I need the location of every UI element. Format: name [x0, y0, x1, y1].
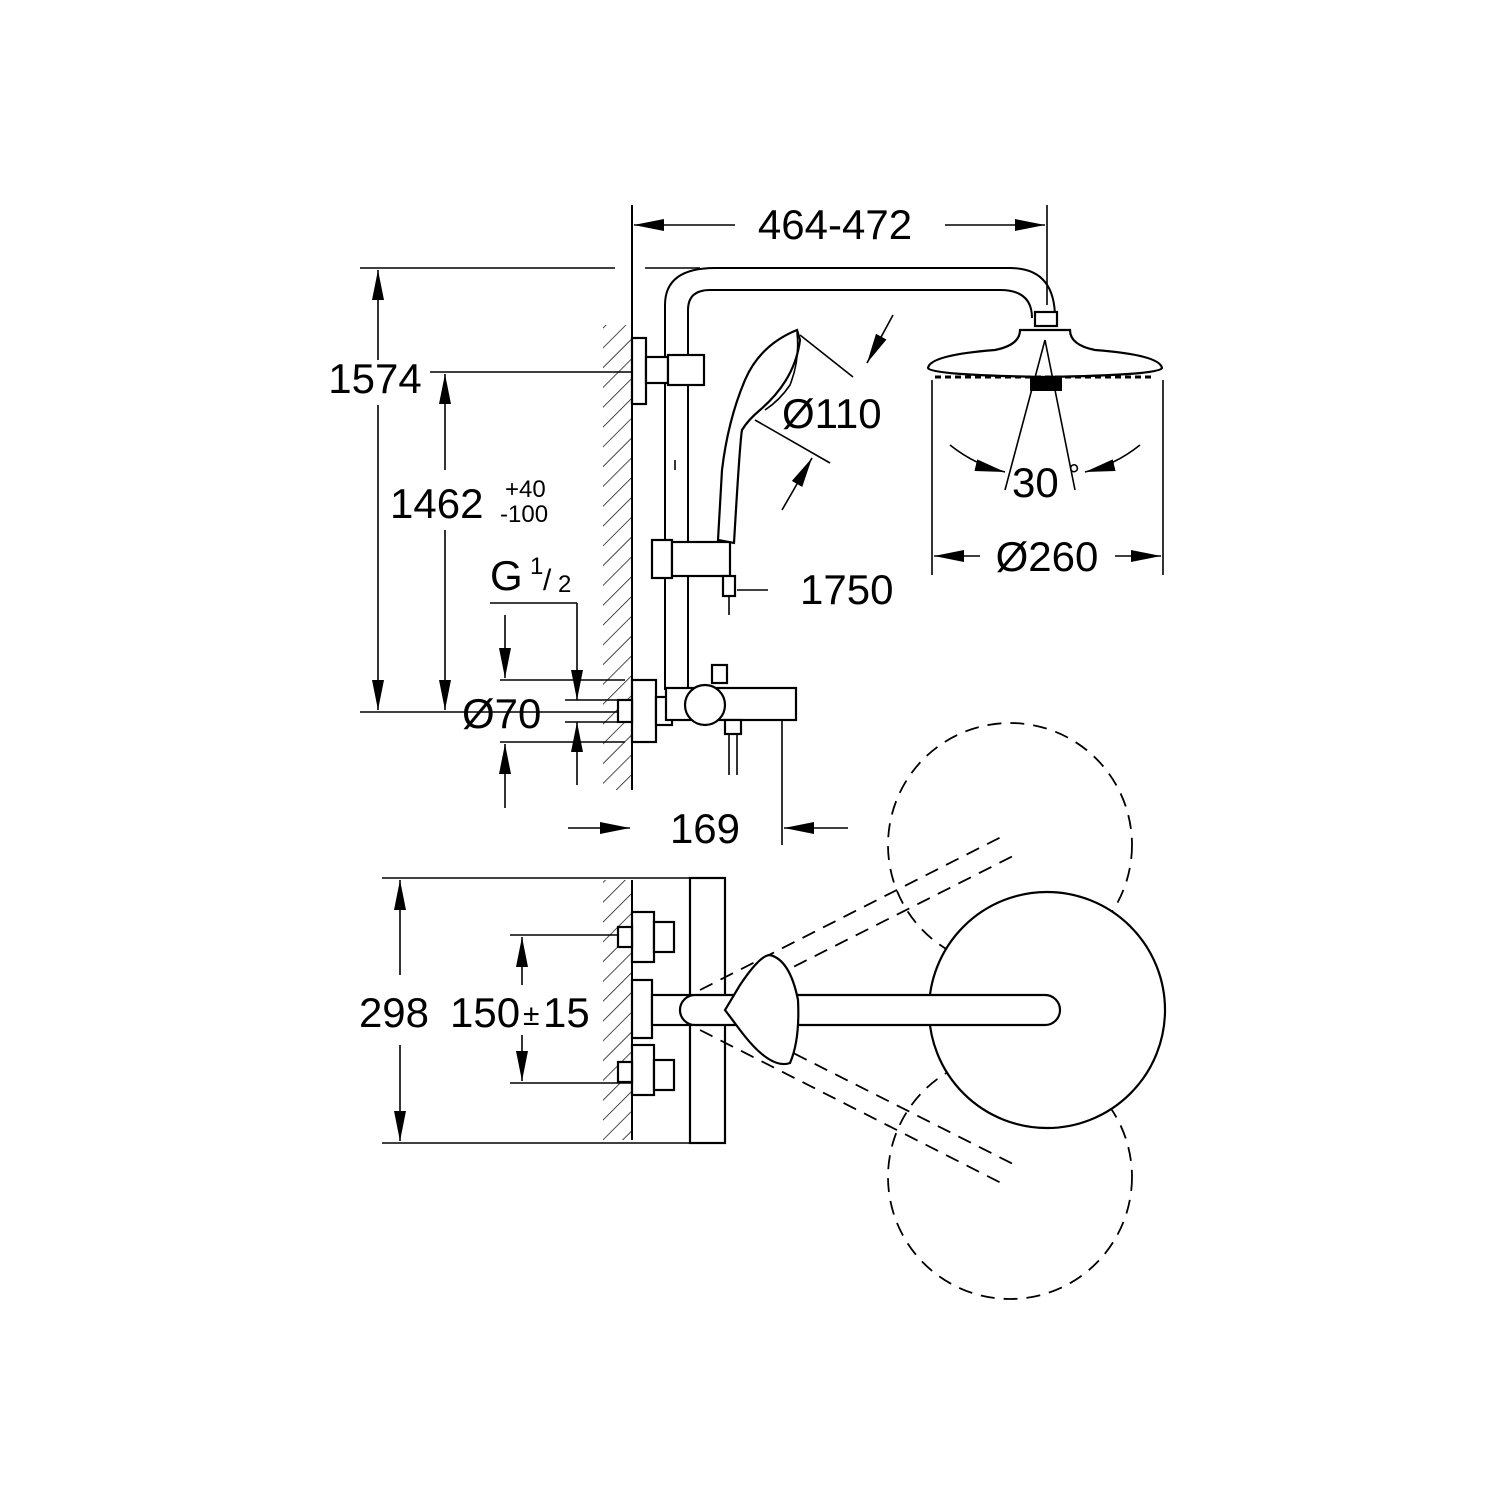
dim-total-height: 1574 [328, 267, 700, 713]
swivel-span-label: 298 [359, 989, 429, 1036]
thread-den: 2 [558, 571, 571, 598]
inlet-tol: 15 [543, 989, 590, 1036]
spray-angle-label: 30 [1012, 459, 1059, 506]
thermostat-mixer-side [616, 663, 798, 775]
dim-total-height-label: 1574 [328, 355, 421, 402]
hand-shower: Ø110 1750 [716, 314, 894, 613]
dim-mixer-depth: 169 [568, 690, 848, 852]
dim-thread: G 1 / 2 [490, 552, 625, 785]
degree-symbol: ° [1068, 459, 1080, 492]
thread-num: 1 [530, 553, 543, 580]
hose-length-label: 1750 [800, 566, 893, 613]
head-shower-dia-label: Ø260 [996, 533, 1099, 580]
dim-arm-reach-label: 464-472 [758, 201, 912, 248]
inlet-pm: ± [523, 999, 539, 1032]
dim-rosette-label: Ø70 [462, 690, 541, 737]
shower-riser [630, 267, 1056, 690]
dim-tolerance-plus: +40 [505, 476, 546, 503]
wall-top-view [603, 880, 633, 1140]
dim-arm-reach: 464-472 [634, 201, 1048, 305]
dim-swivel-span: 298 [359, 877, 725, 1144]
thread-g: G [490, 552, 523, 599]
dim-mixer-height: 1462 +40 -100 [390, 371, 660, 710]
hand-shower-dia-label: Ø110 [782, 390, 882, 437]
dim-mixer-height-label: 1462 [390, 480, 483, 527]
head-shower-top-view [678, 722, 1167, 1300]
dim-rosette: Ø70 [462, 615, 625, 808]
dim-mixer-depth-label: 169 [670, 805, 740, 852]
dim-inlet-centers: 150 ± 15 [450, 934, 640, 1084]
thread-slash: / [543, 564, 552, 597]
head-shower: 30 ° Ø260 [926, 310, 1164, 580]
inlet-centers-label: 150 [450, 989, 520, 1036]
dim-tolerance-minus: -100 [500, 501, 548, 528]
